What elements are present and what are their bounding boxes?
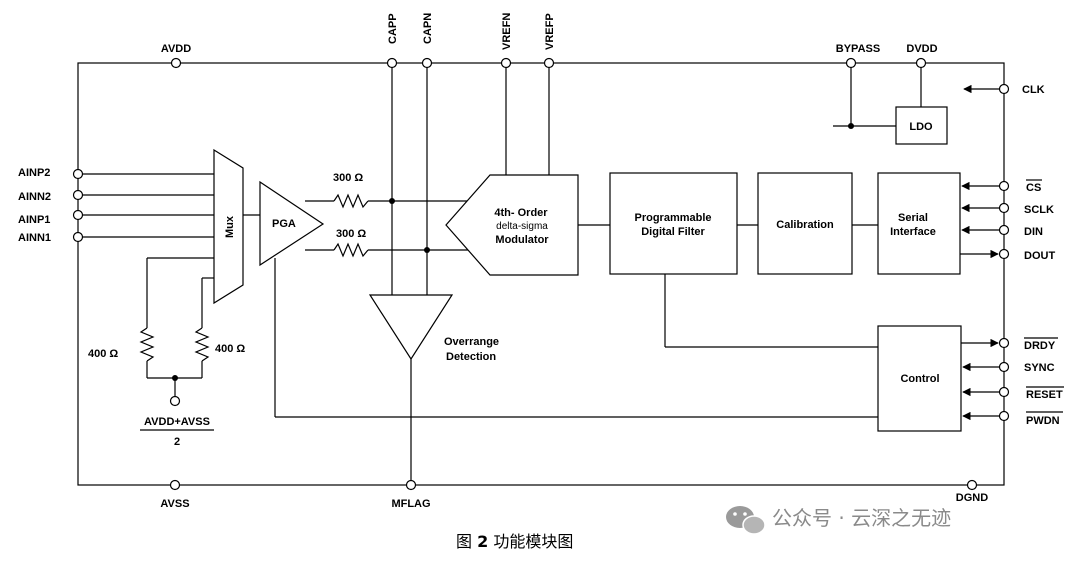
pin-vrefp xyxy=(543,57,555,69)
pin-ainn1 xyxy=(72,231,84,243)
pin-ainn2-label: AINN2 xyxy=(18,191,51,203)
pin-drdy-label: DRDY xyxy=(1024,340,1056,352)
overrange-comparator xyxy=(368,294,454,361)
r-right-label: 400 Ω xyxy=(215,343,245,355)
pin-capp xyxy=(386,57,398,69)
bottom-pins: AVSS MFLAG DGND xyxy=(160,479,988,510)
pin-pwdn-label: PWDN xyxy=(1026,415,1060,427)
pin-mflag xyxy=(405,479,417,491)
pin-ainn1-label: AINN1 xyxy=(18,232,51,244)
pin-bypass xyxy=(845,57,857,69)
filter-label-2: Digital Filter xyxy=(641,226,705,238)
pga-block xyxy=(259,180,325,267)
pin-reset xyxy=(998,386,1010,398)
caption-title: 功能模块图 xyxy=(493,532,573,551)
pin-avdd xyxy=(170,57,182,69)
pin-dout xyxy=(998,248,1010,260)
resistor-400-left xyxy=(139,327,155,362)
pin-din xyxy=(998,224,1010,236)
pin-drdy xyxy=(998,337,1010,349)
pin-dgnd-label: DGND xyxy=(956,492,988,504)
overrange-label-2: Detection xyxy=(446,351,496,363)
pin-bypass-label: BYPASS xyxy=(836,43,880,55)
digital-filter-block xyxy=(609,172,738,275)
caption-label: 图 xyxy=(456,532,472,551)
pin-cs xyxy=(998,180,1010,192)
pin-dvdd xyxy=(915,57,927,69)
serial-label-2: Interface xyxy=(890,226,936,238)
pin-dvdd-label: DVDD xyxy=(906,43,937,55)
pin-cs-label: CS xyxy=(1026,182,1041,194)
pin-ainp2-label: AINP2 xyxy=(18,167,50,179)
control-block xyxy=(877,325,962,432)
pin-sync-label: SYNC xyxy=(1024,362,1055,374)
r-top-label: 300 Ω xyxy=(333,172,363,184)
pin-avss-label: AVSS xyxy=(160,498,189,510)
bias-numerator: AVDD+AVSS xyxy=(144,416,210,428)
modulator-block xyxy=(445,174,579,276)
wechat-icon xyxy=(726,506,766,535)
pin-clk xyxy=(998,83,1010,95)
top-pins: AVDD CAPP CAPN VREFN VREFP BYPASS DVDD xyxy=(161,13,938,69)
analog-inputs: AINP2 AINN2 AINP1 AINN1 xyxy=(18,167,214,244)
pin-dgnd xyxy=(966,479,978,491)
resistor-400-right xyxy=(194,327,210,362)
r-left-label: 400 Ω xyxy=(88,348,118,360)
svg-text:图 2 功能模块图: 图 2 功能模块图 xyxy=(456,532,573,551)
pin-pwdn xyxy=(998,410,1010,422)
watermark-text: 公众号 · 云深之无迹 xyxy=(772,506,951,530)
mux-label: Mux xyxy=(224,215,236,238)
resistor-300-top xyxy=(333,193,369,209)
pin-sync xyxy=(998,361,1010,373)
pin-clk-label: CLK xyxy=(1022,84,1045,96)
filter-label-1: Programmable xyxy=(634,212,711,224)
overrange-label-1: Overrange xyxy=(444,336,499,348)
pin-ainp1 xyxy=(72,209,84,221)
pin-dout-label: DOUT xyxy=(1024,250,1055,262)
mux-block xyxy=(213,148,244,305)
serial-interface-block xyxy=(877,172,961,275)
pin-capn xyxy=(421,57,433,69)
modulator-label-3: Modulator xyxy=(495,234,549,246)
pin-avss xyxy=(169,479,181,491)
watermark: 公众号 · 云深之无迹 xyxy=(726,506,951,535)
pin-vrefn xyxy=(500,57,512,69)
pin-reset-label: RESET xyxy=(1026,389,1063,401)
modulator-label-2: delta-sigma xyxy=(496,221,548,232)
calibration-label: Calibration xyxy=(776,219,834,231)
modulator-label-1: 4th- Order xyxy=(494,207,548,219)
pga-label: PGA xyxy=(272,218,296,230)
pin-vrefp-label: VREFP xyxy=(544,13,556,50)
ldo-block xyxy=(895,106,948,145)
r-bottom-label: 300 Ω xyxy=(336,228,366,240)
pin-ainp1-label: AINP1 xyxy=(18,214,50,226)
pin-sclk xyxy=(998,202,1010,214)
ldo-label: LDO xyxy=(909,121,933,133)
right-pins: CLK CS SCLK DIN DOUT DRDY SYNC RESET xyxy=(960,83,1064,427)
bias-denominator: 2 xyxy=(174,436,180,448)
pin-capn-label: CAPN xyxy=(422,13,434,44)
pin-vrefn-label: VREFN xyxy=(501,13,513,50)
control-label: Control xyxy=(900,373,939,385)
caption-number: 2 xyxy=(477,532,488,551)
pin-mflag-label: MFLAG xyxy=(391,498,430,510)
pin-sclk-label: SCLK xyxy=(1024,204,1054,216)
bias-node xyxy=(169,395,181,407)
calibration-block xyxy=(757,172,853,275)
figure-caption: 图 2 功能模块图 xyxy=(456,532,573,551)
pin-avdd-label: AVDD xyxy=(161,43,191,55)
pin-din-label: DIN xyxy=(1024,226,1043,238)
pin-ainn2 xyxy=(72,189,84,201)
serial-label-1: Serial xyxy=(898,212,928,224)
chip-boundary xyxy=(77,62,1005,486)
pin-capp-label: CAPP xyxy=(387,13,399,44)
resistor-300-bottom xyxy=(333,242,369,258)
pin-ainp2 xyxy=(72,168,84,180)
junction-bypass xyxy=(848,123,854,129)
